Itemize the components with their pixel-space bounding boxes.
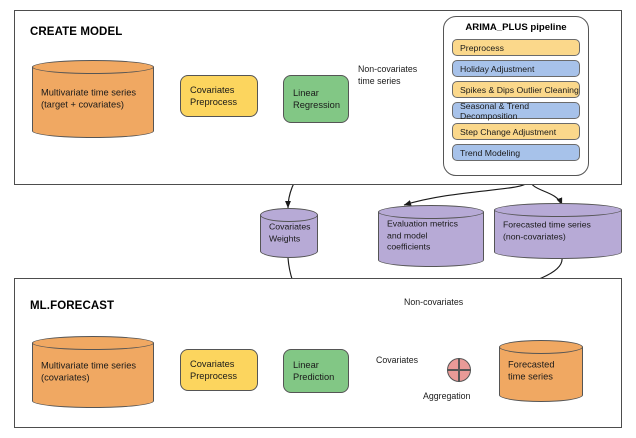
cylinder-multivariate-source-forecast: Multivariate time series (covariates) — [32, 336, 154, 408]
cylinder-evaluation-metrics: Evaluation metrics and model coefficient… — [378, 205, 484, 267]
pipeline-title: ARIMA_PLUS pipeline — [465, 22, 567, 33]
cylinder-top — [499, 340, 583, 354]
edge-label-non-covariates: Non-covariates — [404, 297, 464, 307]
cylinder-top — [32, 336, 154, 350]
cylinder-covariates-weights: Covariates Weights — [260, 208, 318, 258]
cylinder-body — [32, 343, 154, 401]
pipeline-step-trend-modeling[interactable]: Trend Modeling — [452, 144, 580, 161]
edge-label-non-covariates-time-series: Non-covariates time series — [358, 64, 418, 86]
cylinder-top — [494, 203, 622, 217]
cylinder-body — [499, 347, 583, 395]
create-model-title: CREATE MODEL — [30, 26, 123, 38]
box-linear-regression[interactable]: Linear Regression — [283, 75, 349, 123]
cylinder-label: Covariates Weights — [269, 221, 311, 243]
cylinder-body — [378, 212, 484, 260]
ml-forecast-title: ML.FORECAST — [30, 300, 115, 312]
cylinder-label: Multivariate time series (target + covar… — [41, 87, 137, 110]
box-covariates-preprocess-forecast[interactable]: Covariates Preprocess — [180, 349, 258, 391]
box-linear-prediction[interactable]: Linear Prediction — [283, 349, 349, 393]
cylinder-top — [378, 205, 484, 219]
cylinder-label: Evaluation metrics and model coefficient… — [387, 218, 458, 252]
pipeline-step-step-change-adjustment[interactable]: Step Change Adjustment — [452, 123, 580, 140]
pipeline-step-seasonal-trend-decomposition[interactable]: Seasonal & Trend Decomposition — [452, 101, 580, 121]
cylinder-top — [32, 60, 154, 74]
cylinder-body — [32, 67, 154, 131]
cylinder-body — [494, 210, 622, 252]
cylinder-forecasted-non-covariates: Forecasted time series (non-covariates) — [494, 203, 622, 259]
pipeline-step-spikes-dips-outlier-cleaning[interactable]: Spikes & Dips Outlier Cleaning — [452, 81, 580, 98]
cylinder-label: Multivariate time series (covariates) — [41, 360, 137, 383]
cylinder-forecasted-output: Forecasted time series — [499, 340, 583, 402]
cylinder-label: Forecasted time series — [508, 359, 555, 382]
pipeline-step-holiday-adjustment[interactable]: Holiday Adjustment — [452, 60, 580, 77]
aggregation-label: Aggregation — [423, 391, 471, 401]
aggregation-node[interactable] — [447, 358, 471, 382]
pipeline-step-preprocess[interactable]: Preprocess — [452, 39, 580, 56]
cylinder-label: Forecasted time series (non-covariates) — [503, 219, 591, 241]
edge-label-covariates: Covariates — [376, 355, 419, 365]
arima-plus-pipeline-box: ARIMA_PLUS pipeline Preprocess Holiday A… — [443, 16, 589, 176]
cylinder-top — [260, 208, 318, 222]
box-covariates-preprocess-create[interactable]: Covariates Preprocess — [180, 75, 258, 117]
cylinder-multivariate-source-create: Multivariate time series (target + covar… — [32, 60, 154, 138]
